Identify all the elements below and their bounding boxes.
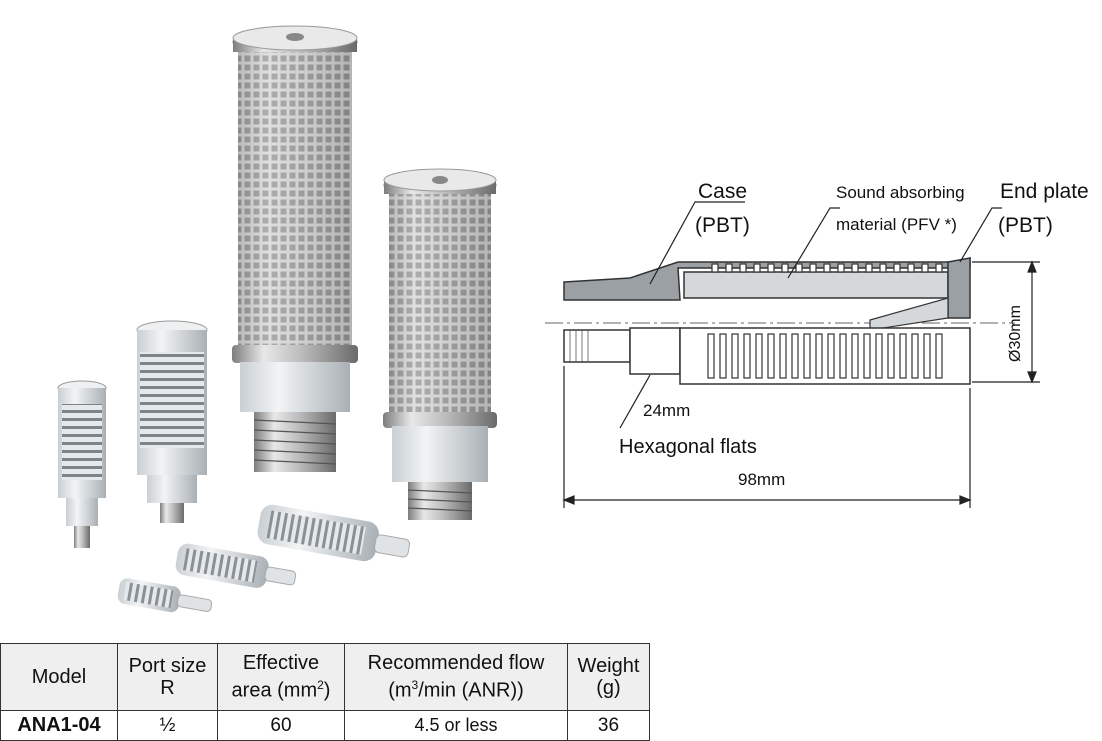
table-row: ANA1-04 ½ 60 4.5 or less 36 [0,710,650,741]
sound-material-section [683,271,949,299]
lower-body-view [563,327,971,385]
case-label: Case [698,180,747,203]
end-plate-label: End plate [1000,180,1089,203]
hex-leader [619,374,651,429]
hex-size-label: 24mm [643,401,690,420]
mini-silencer [57,380,107,548]
inline-silencer-large [257,504,411,562]
medium-silencer [383,168,497,520]
header-effective-area: Effective area (mm2) [217,643,345,711]
cell-weight: 36 [567,710,650,741]
length-dimension [562,366,972,508]
hex-flats-label: Hexagonal flats [619,436,757,458]
sound-absorbing-material: material (PFV *) [836,215,957,234]
large-silencer [232,25,358,472]
inline-silencer-small [117,578,213,613]
case-material: (PBT) [695,214,750,237]
diameter-dimension [972,260,1040,384]
cell-model: ANA1-04 [0,710,118,741]
product-photo [57,25,497,613]
lower-vent-slots [707,333,943,379]
table-header-row: Model Port size R Effective area (mm2) R… [0,643,650,711]
cross-section-drawing: Ø30mm Case (PBT) Sound absorbing materia… [545,180,1089,508]
length-label: 98mm [738,470,785,489]
small-silencer [136,320,208,523]
header-model: Model [0,643,118,711]
upper-vent-slots [711,263,943,273]
diameter-label: Ø30mm [1007,305,1024,362]
case-leader [649,201,745,285]
cell-recommended-flow: 4.5 or less [344,710,568,741]
header-port-size: Port size R [117,643,218,711]
spec-table: Model Port size R Effective area (mm2) R… [0,643,650,741]
sound-absorbing-label: Sound absorbing [836,183,965,202]
cell-port-size: ½ [117,710,218,741]
inline-silencer-medium [175,543,297,588]
cell-effective-area: 60 [217,710,345,741]
end-plate-leader [959,207,1002,263]
header-recommended-flow: Recommended flow (m3/min (ANR)) [344,643,568,711]
end-plate-section [947,257,971,319]
end-plate-material: (PBT) [998,214,1053,237]
header-weight: Weight (g) [567,643,650,711]
sound-leader [787,207,840,279]
